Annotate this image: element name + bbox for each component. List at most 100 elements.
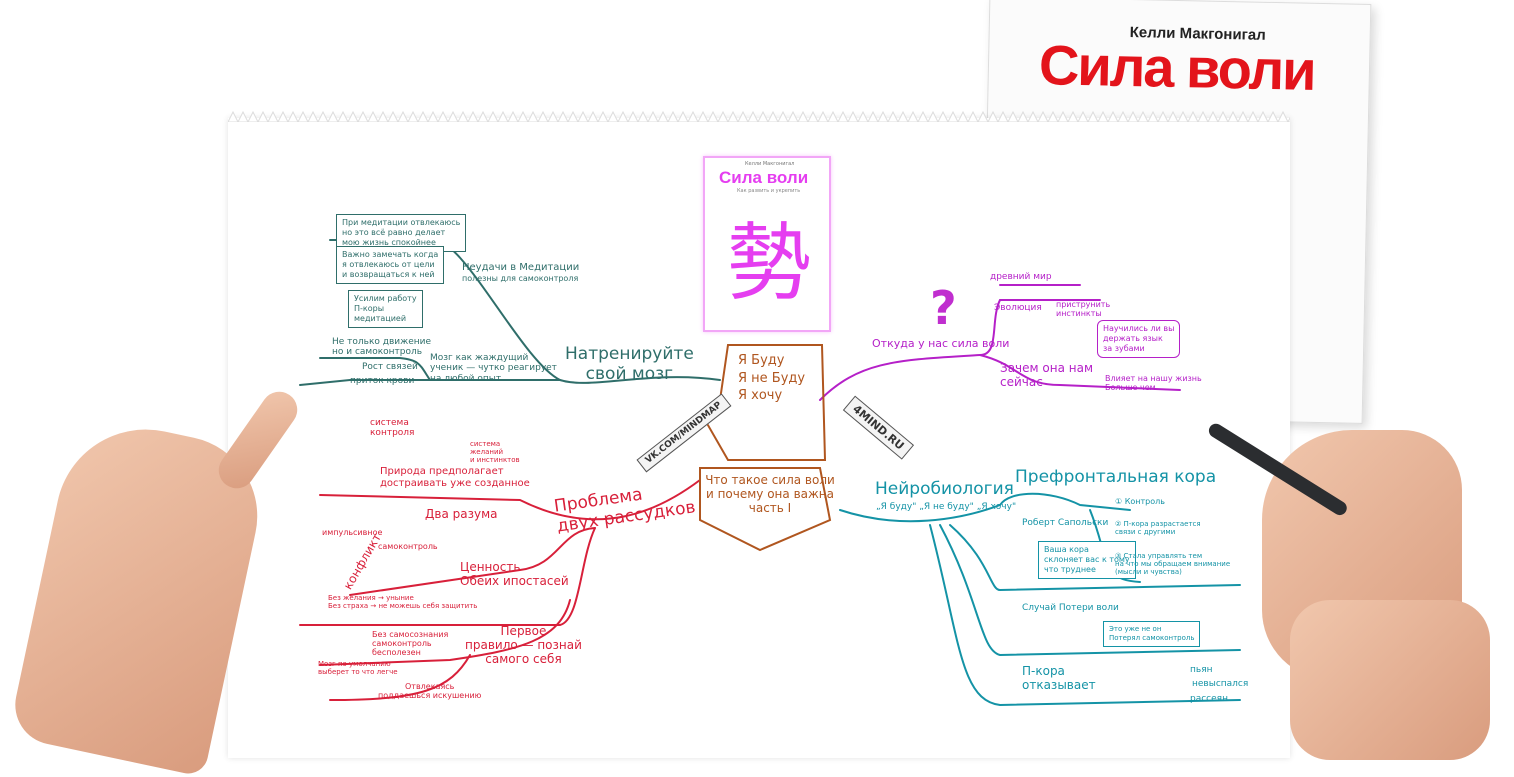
node-label: Без страха → не можешь себя защитить (328, 602, 478, 611)
mini-book-cover: Келли Макгонигал Сила воли Как развить и… (703, 156, 831, 332)
note-line: держать язык (1103, 334, 1163, 343)
node-label: связи с другими (1115, 528, 1176, 537)
distracted-node: рассеян (1190, 694, 1228, 704)
node-label: Первое (500, 624, 547, 638)
node-label: (мысли и чувства) (1115, 568, 1182, 577)
node-label: на что мы обращаем внимание (1115, 560, 1231, 569)
note-line: медитацией (354, 314, 407, 323)
node-label: Мозг как жаждущий (430, 353, 529, 363)
growth-node: Рост связей (362, 362, 418, 372)
node-label: правило — познай (465, 637, 582, 652)
pfc-node: Префронтальная кора (1015, 467, 1217, 487)
note-line: что труднее (1044, 565, 1096, 574)
node-label: Природа предполагает (380, 466, 504, 477)
question-mark-icon: ? (930, 281, 957, 335)
node-label: желаний (470, 448, 504, 457)
note-line: При медитации отвлекаюсь (342, 218, 461, 227)
node-label: система (370, 418, 409, 428)
central-topic-line: Что такое сила воли (705, 473, 835, 487)
note-line: Научились ли вы (1103, 324, 1175, 333)
blood-node: приток крови (350, 376, 415, 386)
paper-zigzag-edge (228, 110, 1290, 122)
mini-book-title: Сила воли (719, 168, 809, 187)
node-label: Обеих ипостасей (460, 573, 569, 588)
node-label: Зачем она нам (1000, 361, 1093, 375)
branch-neurobiology: Нейробиология (875, 479, 1014, 499)
branch-label: Натренируйте (565, 344, 694, 364)
node-label: Неудачи в Медитации (462, 262, 580, 273)
central-topic-line: и почему она важна (705, 486, 835, 501)
node-label: Без самосознания (372, 630, 449, 639)
point-1: ① Контроль (1115, 497, 1165, 506)
impulsive-node: импульсивное (322, 528, 383, 537)
node-label: поддаешься искушению (378, 691, 482, 701)
loss-node: Случай Потери воли (1022, 603, 1119, 613)
note-line: Важно замечать когда (342, 250, 439, 259)
node-label: Без желания → уныние (328, 594, 414, 602)
branch-willpower-origin: Откуда у нас сила воли (872, 337, 1010, 350)
note-line: за зубами (1103, 344, 1145, 353)
node-label: сейчас (1000, 374, 1043, 389)
node-label: контроля (370, 428, 415, 439)
right-wrist (1290, 600, 1490, 760)
branch-label: свой мозг (585, 363, 674, 384)
node-label: но и самоконтроль (332, 347, 423, 358)
note-line: П-коры (354, 304, 385, 313)
node-label: П-кора (1022, 664, 1065, 678)
node-label: бесполезен (372, 648, 421, 658)
central-topic-line: часть I (748, 500, 792, 515)
node-label: Больше чем (1105, 383, 1156, 393)
node-label: Влияет на нашу жизнь (1105, 374, 1202, 383)
sleepy-node: невыспался (1192, 679, 1249, 689)
note-line: Потерял самоконтроль (1109, 633, 1195, 642)
node-label: приструнить (1056, 300, 1111, 309)
central-topic: Что такое сила воли и почему она важна ч… (705, 473, 835, 515)
speech-line: Я хочу (738, 388, 783, 404)
sapolsky-node: Роберт Сапольски (1022, 518, 1109, 528)
node-label: полезны для самоконтроля (462, 273, 579, 283)
node-label: и инстинктов (470, 456, 520, 465)
node-label: ученик — чутко реагирует (430, 363, 557, 374)
node-label: самого себя (485, 651, 562, 666)
speech-line: Я Буду (738, 353, 785, 368)
node-label: система (470, 440, 501, 448)
note-line: я отвлекаюсь от цели (342, 260, 435, 269)
node-label: инстинкты (1056, 309, 1102, 319)
evolution-node: Эволюция (994, 303, 1042, 313)
mini-book-subtitle: Как развить и укрепить (737, 188, 801, 194)
self-control-node: самоконтроль (378, 542, 438, 551)
node-label: Отвлекаясь (405, 682, 455, 691)
node-label: ② П-кора разрастается (1115, 520, 1201, 528)
note-line: Это уже не он (1109, 625, 1162, 633)
node-label: отказывает (1022, 677, 1096, 692)
ancient-world-node: древний мир (990, 272, 1052, 282)
drunk-node: пьян (1190, 665, 1213, 675)
node-label: ③ Стала управлять тем (1115, 552, 1203, 560)
node-label: Не только движение (332, 337, 432, 347)
node-label: достраивать уже созданное (380, 477, 530, 489)
two-minds-node: Два разума (425, 507, 498, 521)
node-label: Ценность (460, 560, 521, 574)
node-label: выберет то что легче (318, 668, 398, 677)
mini-book-author: Келли Макгонигал (745, 161, 795, 167)
